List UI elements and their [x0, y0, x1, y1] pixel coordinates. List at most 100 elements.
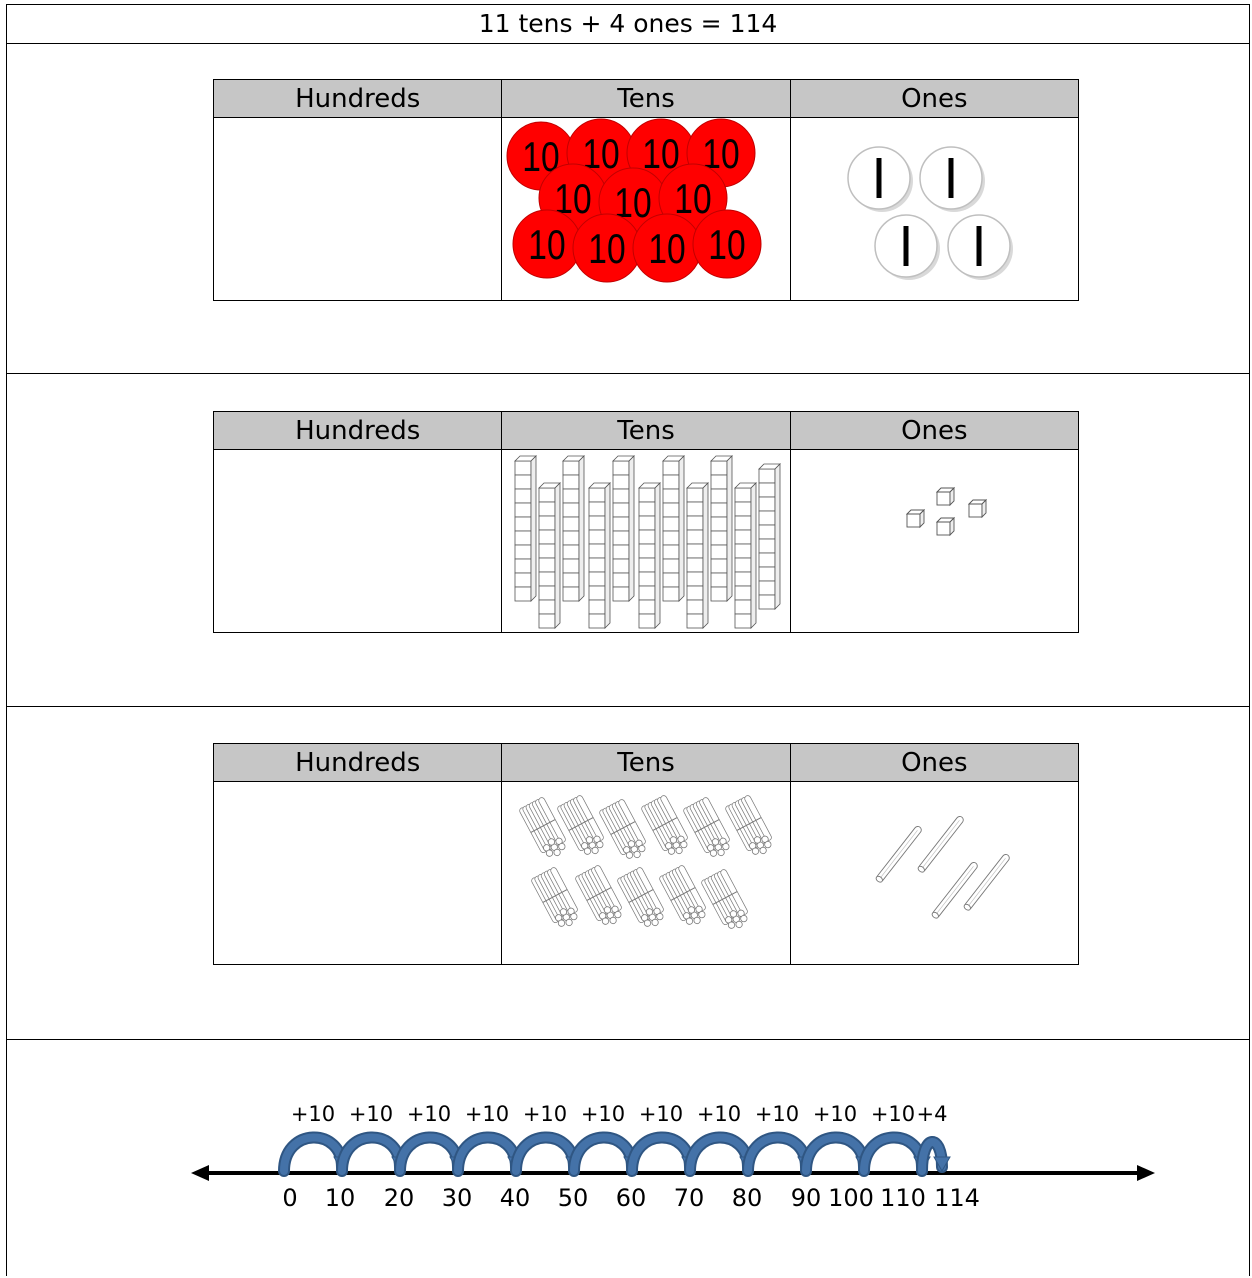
left-arrow-icon	[191, 1165, 209, 1181]
unit-cubes-group	[906, 486, 988, 537]
jump-label: +10	[291, 1102, 335, 1126]
tens-cell	[501, 449, 791, 633]
single-stick	[918, 816, 965, 873]
single-sticks-group	[876, 816, 1011, 919]
stick-bundle	[641, 795, 688, 855]
header-hundreds: Hundreds	[212, 411, 503, 450]
equation-title: 11 tens + 4 ones = 114	[7, 5, 1249, 44]
ten-disk: 10	[632, 213, 702, 283]
unit-cube	[936, 516, 956, 537]
ten-rod	[710, 455, 733, 602]
jump-label: +10	[349, 1102, 393, 1126]
ones-cell	[789, 449, 1080, 633]
jump-arc	[916, 1136, 951, 1177]
ten-rod	[662, 455, 685, 602]
stick-bundle	[683, 797, 730, 857]
tick-label: 70	[674, 1184, 705, 1212]
row-divider	[7, 1039, 1249, 1040]
ten-rod	[758, 463, 781, 610]
svg-text:10: 10	[588, 227, 625, 273]
stick-bundle	[617, 867, 664, 927]
jump-label: +10	[813, 1102, 857, 1126]
header-hundreds: Hundreds	[212, 79, 503, 118]
ones-disks-group: 1111	[847, 146, 1014, 280]
tick-label: 80	[732, 1184, 763, 1212]
right-arrow-icon	[1137, 1165, 1155, 1181]
one-disk: 1	[847, 146, 914, 212]
stick-bundle	[599, 799, 646, 859]
tick-label: 10	[325, 1184, 356, 1212]
ten-rod	[734, 482, 757, 629]
ten-rods-group	[514, 455, 781, 629]
jump-label: +4	[917, 1102, 948, 1126]
unit-cube	[968, 498, 988, 519]
jump-label: +10	[639, 1102, 683, 1126]
hundreds-cell	[212, 117, 503, 301]
worksheet-frame: 11 tens + 4 ones = 114 Hundreds Tens One…	[6, 4, 1250, 1276]
jump-label: +10	[755, 1102, 799, 1126]
header-ones: Ones	[789, 411, 1080, 450]
ten-rod	[686, 482, 709, 629]
tens-cell	[501, 781, 791, 965]
tick-label: 50	[558, 1184, 589, 1212]
stick-bundle	[701, 869, 748, 929]
jump-label: +10	[697, 1102, 741, 1126]
tick-label: 100	[828, 1184, 874, 1212]
ten-disk: 10	[506, 121, 576, 191]
ten-rod	[588, 482, 611, 629]
ten-rod	[514, 455, 537, 602]
stick-bundle	[659, 865, 706, 925]
ten-disk: 10	[692, 209, 762, 279]
tick-label: 60	[616, 1184, 647, 1212]
unit-cube	[906, 508, 926, 529]
tick-label: 110	[880, 1184, 926, 1212]
ten-rod	[612, 455, 635, 602]
row-divider	[7, 706, 1249, 707]
ones-cell	[789, 781, 1080, 965]
one-disk: 1	[874, 214, 941, 280]
header-ones: Ones	[789, 79, 1080, 118]
hundreds-cell	[212, 781, 503, 965]
ones-cell: 1111	[789, 117, 1080, 301]
header-hundreds: Hundreds	[212, 743, 503, 782]
ten-disk: 10	[572, 213, 642, 283]
single-stick	[876, 826, 923, 883]
hundreds-cell	[212, 449, 503, 633]
ten-rod	[562, 455, 585, 602]
single-stick	[964, 854, 1011, 911]
tick-label: 114	[934, 1184, 980, 1212]
place-value-chart-bundles: Hundreds Tens Ones	[212, 743, 1080, 965]
unit-cube	[936, 486, 956, 507]
one-disk: 1	[947, 214, 1014, 280]
tick-label: 40	[500, 1184, 531, 1212]
svg-text:10: 10	[528, 223, 565, 269]
stick-bundles-group	[519, 795, 772, 929]
ten-disk: 10	[512, 209, 582, 279]
tick-label: 20	[384, 1184, 415, 1212]
single-stick	[932, 862, 979, 919]
one-disk: 1	[919, 146, 986, 212]
stick-bundle	[531, 867, 578, 927]
svg-text:10: 10	[708, 223, 745, 269]
jump-label: +10	[523, 1102, 567, 1126]
jump-label: +10	[581, 1102, 625, 1126]
stick-bundle	[557, 795, 604, 855]
stick-bundle	[519, 797, 566, 857]
tick-label: 90	[791, 1184, 822, 1212]
tick-label: 0	[282, 1184, 297, 1212]
header-tens: Tens	[501, 79, 791, 118]
svg-text:10: 10	[674, 177, 711, 223]
header-ones: Ones	[789, 743, 1080, 782]
jump-label: +10	[871, 1102, 915, 1126]
jump-label: +10	[465, 1102, 509, 1126]
stick-bundle	[575, 865, 622, 925]
ten-rod	[638, 482, 661, 629]
stick-bundle	[725, 795, 772, 855]
header-tens: Tens	[501, 411, 791, 450]
row-divider	[7, 373, 1249, 374]
header-tens: Tens	[501, 743, 791, 782]
